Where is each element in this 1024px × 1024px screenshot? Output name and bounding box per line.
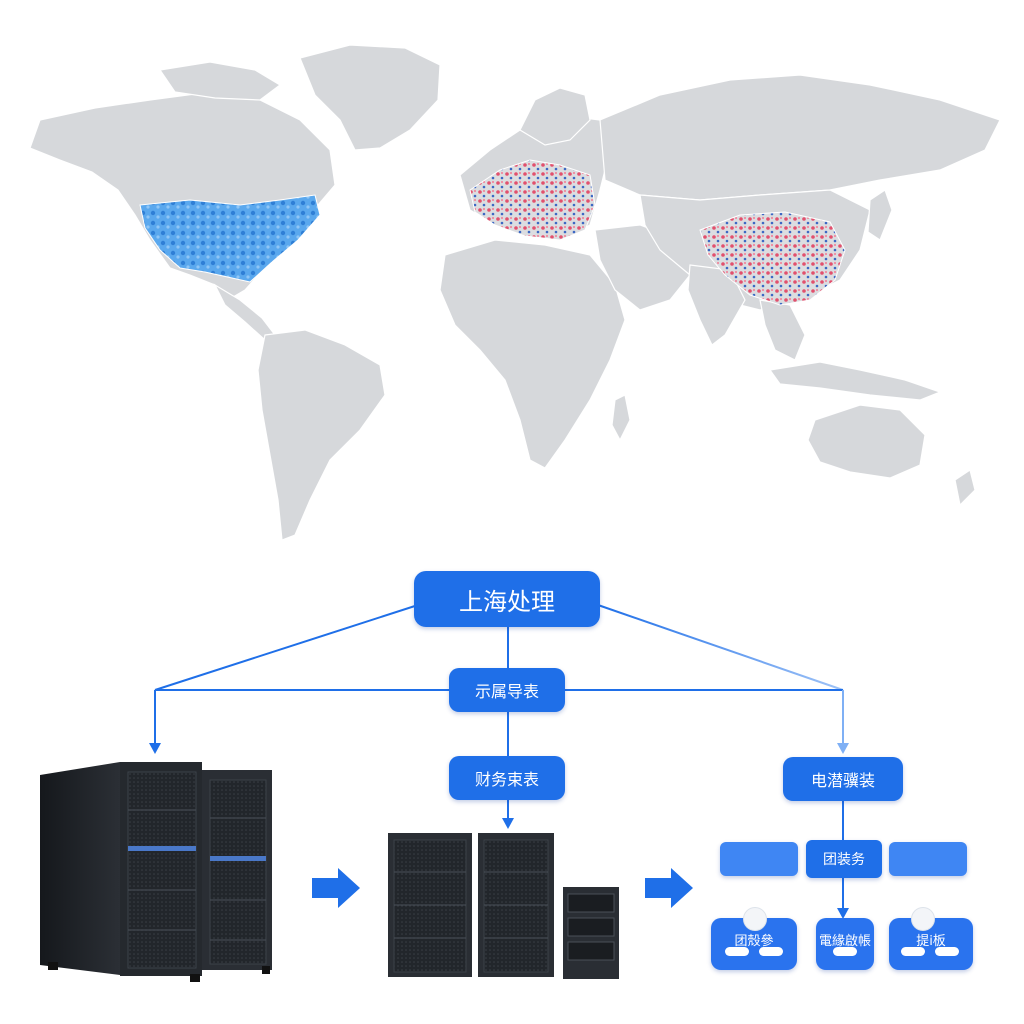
bottom-card-3[interactable]: 提i板 (889, 907, 973, 970)
card-label: 团殼參 (734, 934, 774, 949)
europe-highlight (469, 159, 596, 241)
bottom-card-1[interactable]: 团殼參 (711, 907, 797, 970)
card-label: 電緣啟帳 (818, 934, 871, 949)
card-toggle-knob (911, 907, 935, 931)
australia-land (807, 404, 926, 479)
large-server-rack (40, 762, 272, 982)
card-pill (935, 947, 959, 956)
center-node[interactable]: 示属导表 (449, 668, 565, 712)
north-america-highlight (139, 194, 321, 283)
arctic-islands-land (158, 61, 282, 101)
japan-land (867, 189, 893, 241)
center-sub-node[interactable]: 团装务 (806, 840, 882, 878)
top-node-shanghai-processing[interactable]: 上海处理 (414, 571, 600, 627)
arrow-right-1 (312, 868, 360, 908)
china-highlight (699, 211, 846, 306)
mid-right-node[interactable]: 电潜骥装 (783, 757, 903, 801)
south-america-land (257, 329, 386, 541)
scandinavia-land (519, 87, 591, 146)
card-pill (901, 947, 925, 956)
africa-land (439, 239, 626, 469)
world-map (29, 44, 1001, 541)
bottom-card-2[interactable]: 電緣啟帳 (816, 918, 874, 970)
central-america-land (213, 283, 276, 341)
indonesia-land (768, 361, 942, 401)
card-pill (833, 947, 857, 956)
southeast-asia-land (759, 299, 806, 361)
mid-left-node-finance[interactable]: 财务束表 (449, 756, 565, 800)
sub-node-left-blank[interactable] (720, 842, 798, 876)
card-toggle-knob (743, 907, 767, 931)
card-label: 提i板 (916, 934, 946, 949)
medium-server-racks (388, 833, 619, 979)
new-zealand-land (954, 469, 976, 507)
greenland-land (299, 44, 441, 151)
card-pill (759, 947, 783, 956)
card-pill (725, 947, 749, 956)
russia-land (599, 74, 1001, 201)
arrow-right-2 (645, 868, 693, 908)
sub-node-right-blank[interactable] (889, 842, 967, 876)
madagascar-land (611, 394, 631, 442)
